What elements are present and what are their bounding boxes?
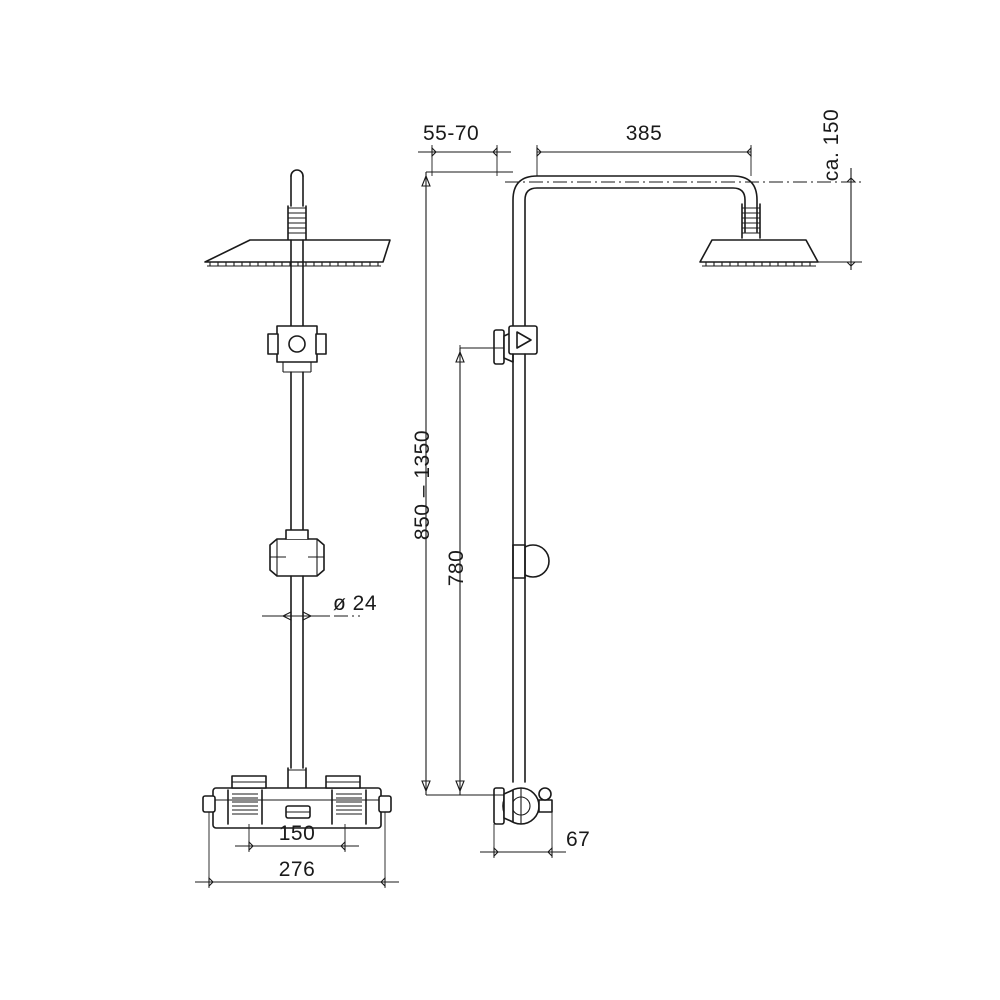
dimension-labels: 55-70 385 ca. 150 850 – 1350 780 ø 24 15… xyxy=(279,109,843,881)
front-shower-head xyxy=(204,239,391,267)
dim-label-276: 276 xyxy=(279,858,316,881)
dim-label-55-70: 55-70 xyxy=(423,122,479,145)
dim-label-150: 150 xyxy=(279,822,316,845)
side-shower-head xyxy=(699,239,819,267)
dim-label-385: 385 xyxy=(626,122,663,145)
front-riser-top xyxy=(287,169,307,241)
front-riser-upper xyxy=(290,239,304,327)
side-head-connector xyxy=(741,203,761,239)
side-slider-ring xyxy=(512,544,550,579)
side-riser xyxy=(512,353,526,783)
side-wall-bracket-lower xyxy=(493,787,553,825)
dim-label-diameter-24: ø 24 xyxy=(333,592,377,615)
dim-label-850-1350: 850 – 1350 xyxy=(411,430,434,540)
dim-label-780: 780 xyxy=(445,550,468,587)
front-view xyxy=(202,169,392,829)
dim-label-67: 67 xyxy=(566,828,590,851)
side-view xyxy=(493,175,819,825)
side-top-arm xyxy=(512,175,758,331)
side-wall-bracket-upper xyxy=(493,325,538,365)
front-slider-holder xyxy=(269,529,325,577)
front-riser-mid xyxy=(290,371,304,541)
dimension-lines xyxy=(195,145,862,888)
front-diverter-block xyxy=(267,325,327,373)
front-mixer-body xyxy=(202,775,392,829)
dim-label-ca-150: ca. 150 xyxy=(820,109,843,181)
